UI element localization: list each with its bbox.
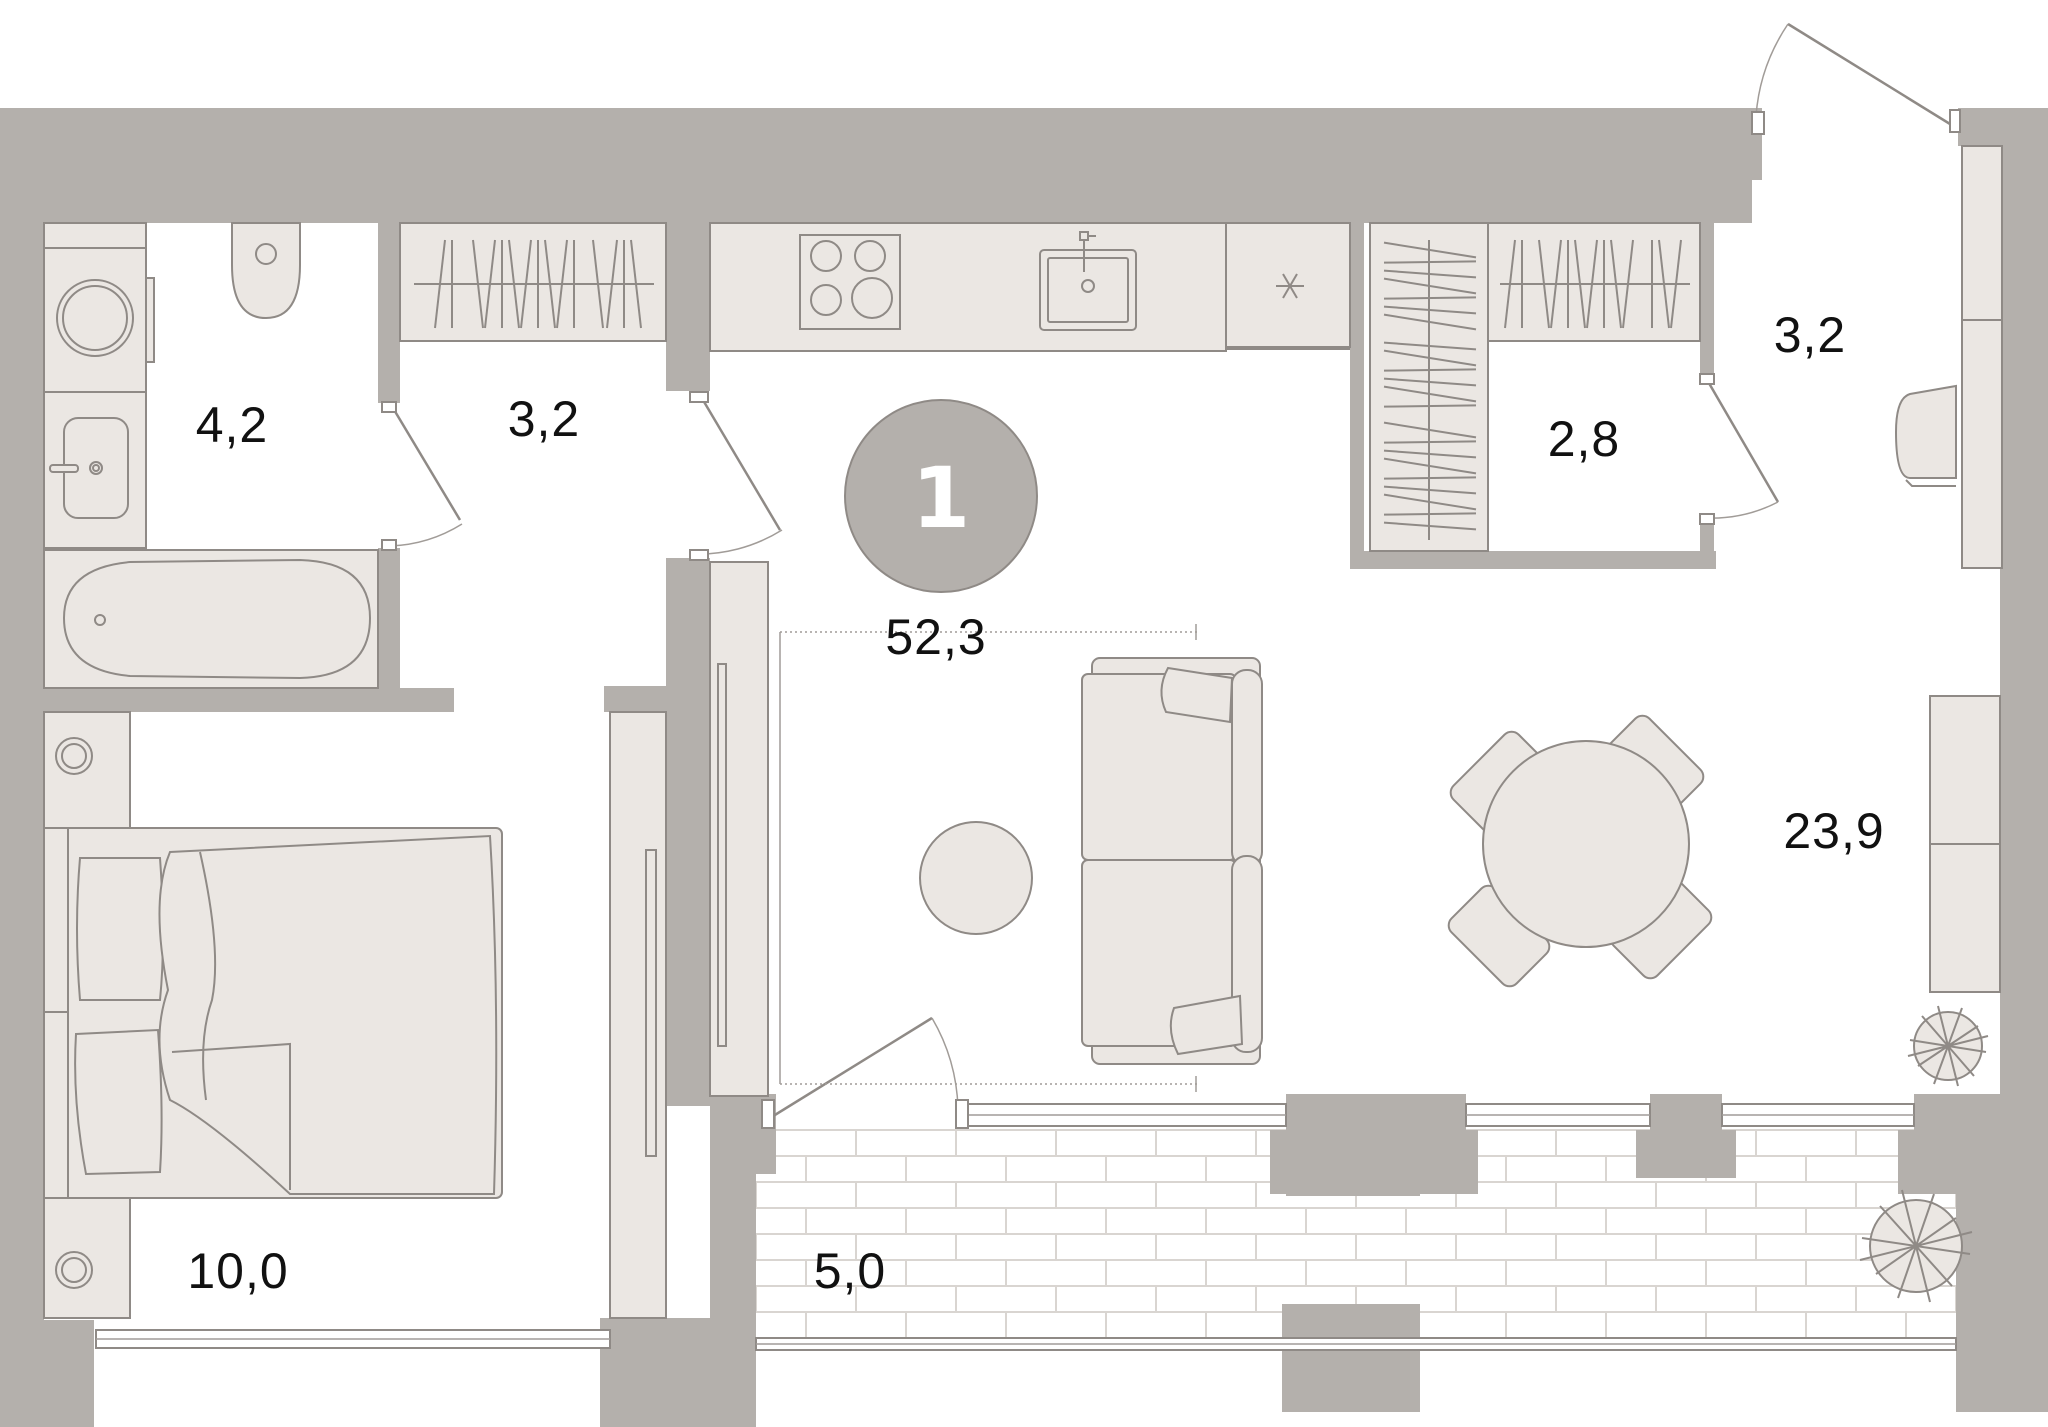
hanger bbox=[1383, 349, 1477, 367]
stove-icon bbox=[799, 234, 901, 330]
sofa-icon bbox=[1081, 657, 1263, 1065]
hanger bbox=[1383, 485, 1477, 495]
windows bbox=[95, 1103, 1957, 1351]
hanger bbox=[1383, 277, 1477, 295]
area-labels: 52,3 4,2 3,2 2,8 3,2 23,9 10,0 5,0 bbox=[187, 307, 1884, 1299]
rooms-count: 1 bbox=[912, 449, 970, 547]
hanger bbox=[1383, 476, 1477, 480]
total-area-label: 52,3 bbox=[885, 609, 986, 665]
hanger bbox=[1383, 457, 1477, 475]
bathroom-area-label: 4,2 bbox=[196, 397, 269, 453]
hanger bbox=[1670, 239, 1682, 329]
bathtub-icon bbox=[43, 549, 379, 689]
hanger bbox=[1383, 440, 1477, 444]
hanger bbox=[1383, 512, 1477, 516]
bedroom-furniture bbox=[43, 711, 667, 1319]
hanger bbox=[1383, 313, 1477, 331]
hanger bbox=[1383, 269, 1477, 279]
entrance-area-label: 3,2 bbox=[1774, 307, 1847, 363]
hanger bbox=[1383, 449, 1477, 459]
hallway-wardrobe bbox=[399, 222, 667, 342]
bathroom-fixtures bbox=[43, 222, 379, 689]
hanger bbox=[1538, 239, 1550, 329]
kitchen-counter bbox=[709, 222, 1351, 352]
rooms-count-badge: 1 bbox=[844, 399, 1038, 593]
hanger bbox=[508, 239, 520, 329]
hanger bbox=[1504, 239, 1516, 329]
living-room-furniture bbox=[709, 561, 2001, 1097]
hallway-area-label: 3,2 bbox=[508, 391, 581, 447]
balcony-plant-icon bbox=[1859, 1189, 1973, 1303]
snowflake-icon bbox=[1276, 273, 1304, 299]
hanger bbox=[1383, 260, 1477, 264]
hanger bbox=[1383, 305, 1477, 315]
hanger bbox=[630, 239, 642, 329]
hanger bbox=[1383, 377, 1477, 387]
hanger bbox=[592, 239, 604, 329]
closet-racks bbox=[1369, 222, 1701, 552]
hanger bbox=[556, 239, 568, 329]
hanger bbox=[1383, 404, 1477, 408]
bedroom-area-label: 10,0 bbox=[187, 1243, 288, 1299]
hanger bbox=[1622, 239, 1634, 329]
hanger bbox=[1383, 241, 1477, 259]
hanger bbox=[484, 239, 496, 329]
hanger bbox=[544, 239, 556, 329]
hanger bbox=[1383, 421, 1477, 439]
hanger bbox=[606, 239, 618, 329]
doors bbox=[381, 22, 1961, 1129]
plant-icon bbox=[1907, 1005, 1989, 1087]
hanger bbox=[1383, 493, 1477, 511]
kitchen-sink-icon bbox=[1039, 231, 1137, 331]
bed-icon bbox=[43, 827, 503, 1199]
hanger bbox=[472, 239, 484, 329]
coffee-table bbox=[919, 821, 1033, 935]
hanger bbox=[1383, 385, 1477, 403]
closet-area-label: 2,8 bbox=[1548, 411, 1621, 467]
hanger bbox=[1383, 521, 1477, 531]
balcony-floor-tiles bbox=[755, 1129, 2010, 1338]
hanger bbox=[1383, 296, 1477, 300]
sink-icon bbox=[49, 417, 129, 519]
hanger bbox=[1574, 239, 1586, 329]
dining-table-icon bbox=[1447, 714, 1713, 988]
hanger bbox=[1610, 239, 1622, 329]
hanger bbox=[520, 239, 532, 329]
hanger bbox=[1383, 341, 1477, 351]
toilet-icon bbox=[231, 222, 301, 320]
living-kitchen-area-label: 23,9 bbox=[1783, 803, 1884, 859]
hanger bbox=[1550, 239, 1562, 329]
washing-machine-icon bbox=[56, 277, 155, 363]
balcony-area-label: 5,0 bbox=[814, 1243, 887, 1299]
entrance-furniture bbox=[1894, 145, 2003, 569]
hanger bbox=[434, 239, 446, 329]
hanger bbox=[1383, 368, 1477, 372]
hanger bbox=[1658, 239, 1670, 329]
hanger bbox=[1586, 239, 1598, 329]
